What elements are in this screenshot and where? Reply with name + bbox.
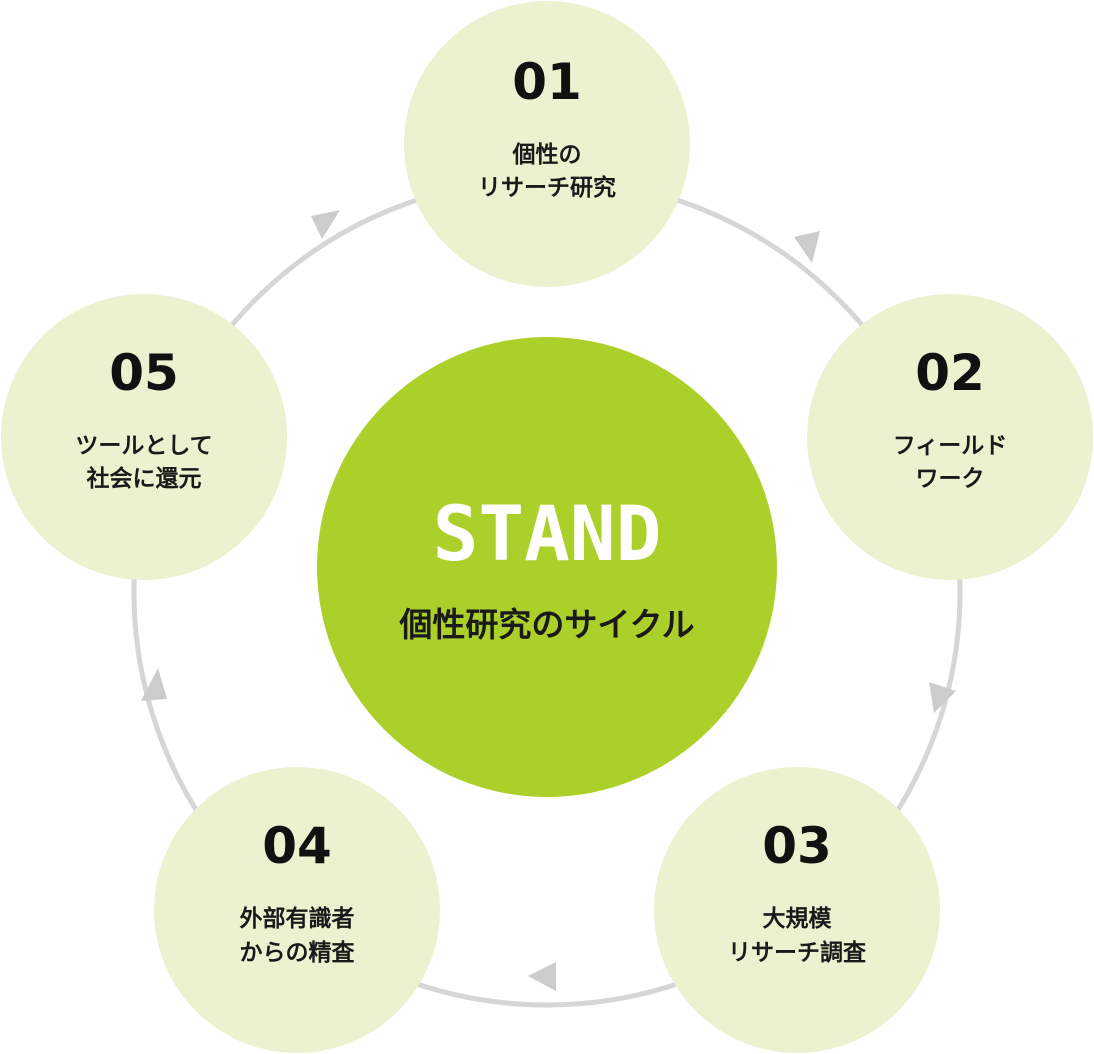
step-node-03: 03 大規模 リサーチ調査 [654,767,940,1053]
step-node-05: 05 ツールとして 社会に還元 [1,294,287,580]
step-circle [154,767,440,1053]
arrow-03-to-04-icon [528,962,556,991]
brand-logo-text: STAND [433,489,662,578]
step-node-01: 01 個性の リサーチ研究 [404,1,690,287]
step-label-line2: ワーク [916,466,985,492]
center-hub: STAND 個性研究のサイクル [317,337,777,797]
step-number: 04 [262,817,332,875]
step-circle [807,294,1093,580]
arrow-04-to-05-icon [141,668,167,701]
step-circle [654,767,940,1053]
step-label-line1: フィールド [893,433,1008,459]
step-number: 01 [512,53,582,111]
step-number: 05 [109,344,179,402]
step-node-04: 04 外部有識者 からの精査 [154,767,440,1053]
step-label-line2: からの精査 [240,940,355,966]
step-circle [1,294,287,580]
step-label-line1: 個性の [512,142,582,168]
center-subtitle: 個性研究のサイクル [398,605,694,644]
step-label-line1: 大規模 [763,906,833,932]
arrow-01-to-02-icon [794,231,820,263]
step-label-line1: 外部有識者 [240,905,355,932]
arrow-05-to-01-icon [311,210,340,239]
step-label-line2: リサーチ調査 [728,939,866,966]
step-circle [404,1,690,287]
step-node-02: 02 フィールド ワーク [807,294,1093,580]
arrow-02-to-03-icon [929,682,956,713]
step-number: 02 [915,344,985,402]
step-label-line2: リサーチ研究 [478,174,616,201]
center-circle [317,337,777,797]
step-number: 03 [762,817,832,875]
step-label-line2: 社会に還元 [87,465,202,492]
step-label-line1: ツールとして [75,433,212,459]
